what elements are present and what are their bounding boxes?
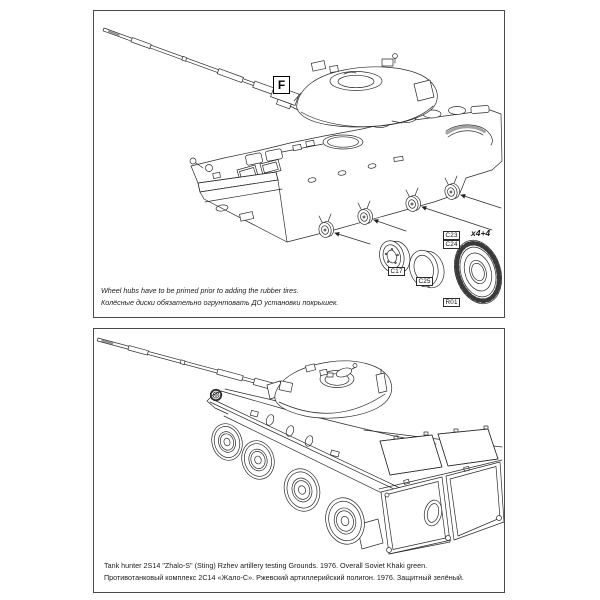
wheel-hub <box>357 200 373 225</box>
assembly-caption-en: Wheel hubs have to be primed prior to ad… <box>101 286 299 295</box>
driver-window <box>259 159 282 176</box>
assembly-caption-ru: Колёсные диски обязательно огрунтовать Д… <box>101 297 339 307</box>
wheel-hub <box>318 213 334 238</box>
wheel-hub-arrows <box>334 193 502 245</box>
hull-drawing <box>189 105 503 243</box>
paint-scheme-panel: Tank hunter 2S14 "Zhalo-S" (Sting) Rzhev… <box>93 328 505 593</box>
scheme-caption-en: Tank hunter 2S14 "Zhalo-S" (Sting) Rzhev… <box>104 561 428 570</box>
assembly-caption: Wheel hubs have to be primed prior to ad… <box>101 285 338 308</box>
assembly-step-panel: F C23 C24 C17 C25 R01 x4+4 Wheel hubs ha… <box>93 10 505 318</box>
wheel-hub <box>405 187 421 212</box>
part-label-r01: R01 <box>443 298 461 308</box>
gun-barrel <box>102 27 300 110</box>
step-letter-label: F <box>273 76 290 94</box>
road-wheel <box>241 440 275 480</box>
turret-assembly-drawing <box>102 27 438 128</box>
turret-ring-hatch <box>322 134 364 150</box>
tire-part-r01 <box>454 239 502 305</box>
assembly-drawing <box>102 27 503 305</box>
vehicle-hull-drawing <box>206 388 504 555</box>
road-wheel <box>283 468 321 512</box>
scheme-caption: Tank hunter 2S14 "Zhalo-S" (Sting) Rzhev… <box>104 560 464 583</box>
rear-plate <box>378 459 504 555</box>
scheme-caption-ru: Противотанковый комплекс 2С14 «Жало-С». … <box>104 572 464 582</box>
part-label-c25: C25 <box>416 277 434 287</box>
hub-part-c17 <box>379 240 411 274</box>
part-label-c17: C17 <box>388 267 406 277</box>
wheel-hub <box>444 175 460 200</box>
road-wheel <box>325 497 365 545</box>
scheme-drawing <box>96 337 504 555</box>
road-wheels <box>211 423 365 545</box>
engine-deck-grilles <box>363 425 503 476</box>
road-wheel <box>211 423 243 461</box>
vehicle-turret-drawing <box>96 337 393 419</box>
part-label-c24: C24 <box>443 239 461 249</box>
quantity-note: x4+4 <box>471 228 491 238</box>
